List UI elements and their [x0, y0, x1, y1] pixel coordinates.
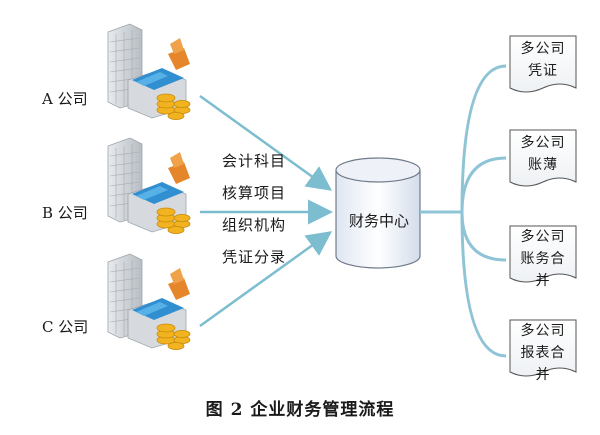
output-reports-merge-line1: 多公司: [520, 323, 566, 339]
flow-item-voucher-entries: 凭证分录: [222, 248, 287, 266]
flow-item-cost-items: 核算项目: [222, 184, 287, 202]
flow-item-accounts: 会计科目: [222, 152, 287, 170]
building-icon: [107, 253, 191, 351]
output-vouchers: 多公司 凭证: [510, 38, 576, 82]
output-accounts-merge-line3: 并: [535, 273, 551, 289]
company-label-a: A 公司: [42, 90, 88, 108]
company-label-b: B 公司: [42, 204, 88, 222]
output-vouchers-line1: 多公司: [520, 41, 566, 57]
output-accounts-merge-line2: 账务合: [520, 251, 566, 267]
flow-item-organization: 组织机构: [222, 216, 287, 234]
building-icon: [107, 137, 191, 235]
company-label-c: C 公司: [42, 318, 89, 336]
flow-arrows: [199, 94, 333, 328]
output-ledgers-line1: 多公司: [520, 135, 566, 151]
output-ledgers-line2: 账薄: [528, 157, 558, 173]
output-accounts-merge-line1: 多公司: [520, 229, 566, 245]
database-icon: [335, 157, 421, 269]
output-vouchers-line2: 凭证: [528, 63, 558, 79]
output-accounts-merge: 多公司 账务合 并: [510, 226, 576, 292]
building-icon: [107, 23, 191, 121]
output-reports-merge-line2: 报表合: [520, 345, 566, 361]
output-reports-merge-line3: 并: [535, 367, 551, 383]
output-reports-merge: 多公司 报表合 并: [510, 320, 576, 386]
finance-center-label: 财务中心: [348, 212, 409, 230]
output-ledgers: 多公司 账薄: [510, 132, 576, 176]
figure-caption: 图 2 企业财务管理流程: [205, 400, 395, 420]
output-connectors: [420, 64, 507, 358]
